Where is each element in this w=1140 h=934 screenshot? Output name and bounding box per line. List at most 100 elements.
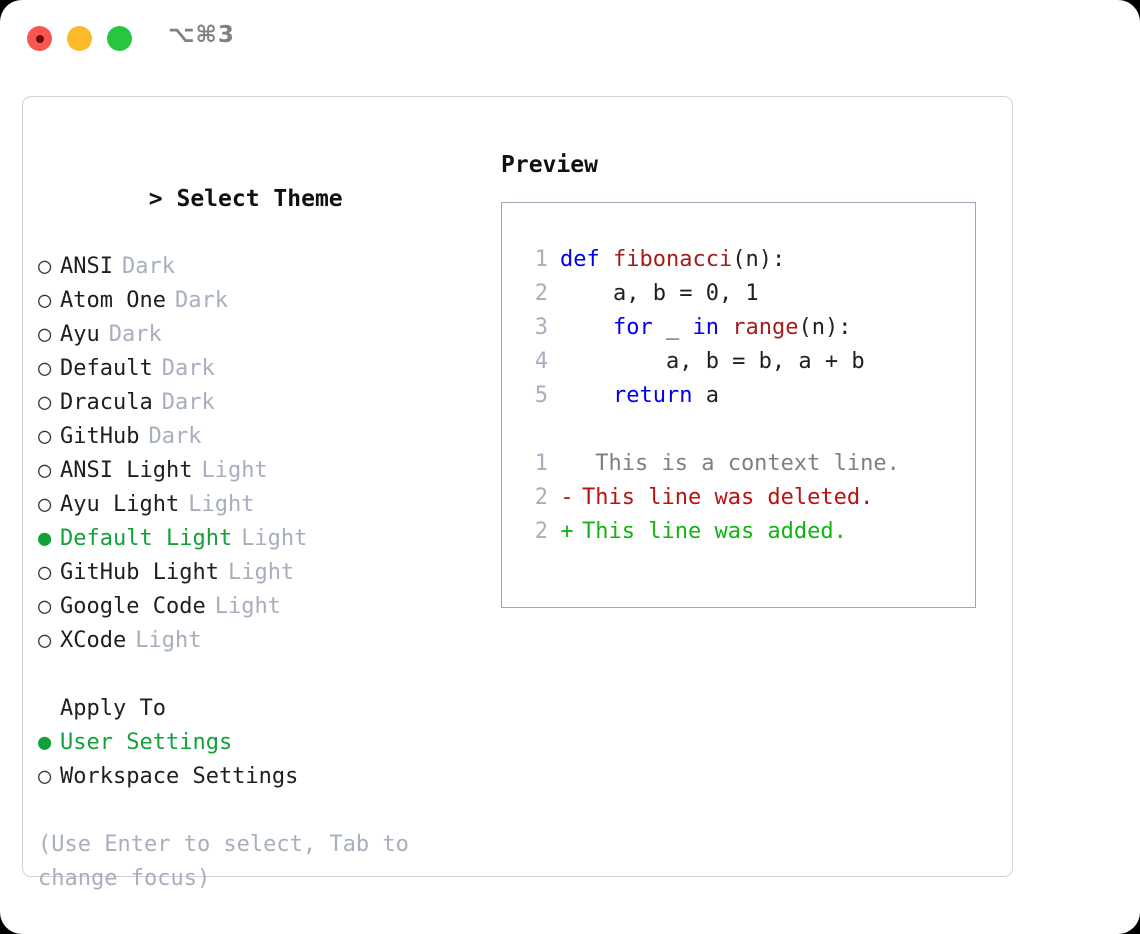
theme-option-dracula[interactable]: ○ Dracula Dark (38, 386, 478, 420)
diff-line: 2 + This line was added. (520, 515, 975, 549)
radio-unselected-icon: ○ (38, 492, 52, 517)
keyboard-hint-text: (Use Enter to select, Tab to change focu… (38, 832, 409, 891)
apply-to-marker-placeholder: ○ (38, 692, 60, 726)
diff-line-number: 2 (534, 485, 548, 510)
radio-unselected-icon: ○ (38, 390, 52, 415)
code-line: 2 a, b = 0, 1 (520, 277, 975, 311)
apply-to-option-workspace-settings[interactable]: ○ Workspace Settings (38, 760, 478, 794)
code-token: a (692, 383, 719, 408)
code-token: for (612, 315, 666, 340)
theme-variant-tag: Dark (108, 322, 162, 347)
code-line-number: 5 (534, 383, 548, 408)
focus-caret: > (148, 186, 177, 212)
code-token: a, b = 0, 1 (560, 281, 759, 306)
code-token: in (692, 315, 733, 340)
theme-option-label: ANSI Light (60, 458, 193, 483)
code-line-number: 3 (534, 315, 548, 340)
radio-unselected-icon: ○ (38, 764, 52, 789)
close-button[interactable] (27, 26, 52, 51)
theme-option-label: Atom One (60, 288, 166, 313)
diff-line-text: This line was added. (582, 519, 847, 544)
radio-unselected-icon: ○ (38, 322, 52, 347)
diff-line: 1 This is a context line. (520, 447, 975, 481)
theme-option-ayu[interactable]: ○ Ayu Dark (38, 318, 478, 352)
theme-variant-tag: Dark (148, 424, 202, 449)
code-token: (n): (732, 247, 786, 272)
code-token: a, b = b, a + b (560, 349, 865, 374)
theme-option-label: Ayu Light (60, 492, 180, 517)
select-theme-heading: > Select Theme (38, 148, 478, 250)
apply-to-heading-label: Apply To (60, 696, 166, 721)
code-diff-spacer (520, 413, 975, 447)
diff-marker: - (560, 485, 574, 510)
zoom-button[interactable] (107, 26, 132, 51)
radio-unselected-icon: ○ (38, 424, 52, 449)
theme-option-label: XCode (60, 628, 127, 653)
theme-option-label: Google Code (60, 594, 206, 619)
apply-to-option-user-settings[interactable]: ●User Settings (38, 726, 478, 760)
radio-unselected-icon: ○ (38, 458, 52, 483)
theme-option-label: Default (60, 356, 153, 381)
diff-line-text: This is a context line. (582, 451, 900, 476)
radio-unselected-icon: ○ (38, 288, 52, 313)
theme-option-label: Default Light (60, 526, 233, 551)
code-line-number: 1 (534, 247, 548, 272)
diff-line-number: 2 (534, 519, 548, 544)
theme-variant-tag: Light (227, 560, 295, 585)
theme-variant-tag: Dark (161, 390, 215, 415)
theme-option-label: ANSI (60, 254, 113, 279)
code-token: (n): (798, 315, 852, 340)
diff-sample: 1 This is a context line.2-This line was… (520, 447, 975, 549)
theme-variant-tag: Light (135, 628, 202, 653)
theme-option-label: Dracula (60, 390, 153, 415)
minimize-button[interactable] (67, 26, 92, 51)
theme-variant-tag: Light (241, 526, 308, 551)
select-theme-heading-label: Select Theme (176, 186, 343, 212)
diff-line-text: This line was deleted. (582, 485, 874, 510)
code-token: fibonacci (612, 247, 733, 272)
theme-option-label: Ayu (60, 322, 100, 347)
apply-to-option-label: User Settings (60, 730, 233, 755)
theme-variant-tag: Light (188, 492, 255, 517)
theme-variant-tag: Dark (121, 254, 175, 279)
radio-unselected-icon: ○ (38, 356, 52, 381)
radio-unselected-icon: ○ (38, 560, 52, 585)
radio-unselected-icon: ○ (38, 594, 52, 619)
code-token (560, 379, 613, 413)
apply-to-option-list: ●User Settings ○ Workspace Settings (38, 726, 478, 794)
theme-option-ayu-light[interactable]: ○ Ayu Light Light (38, 488, 478, 522)
code-token: range (732, 315, 799, 340)
diff-marker: + (560, 519, 574, 544)
apply-to-option-label: Workspace Settings (60, 764, 299, 789)
diff-line: 2-This line was deleted. (520, 481, 975, 515)
theme-variant-tag: Light (214, 594, 281, 619)
theme-option-google-code[interactable]: ○ Google Code Light (38, 590, 478, 624)
keyboard-shortcut-label: ⌥⌘3 (168, 22, 235, 48)
theme-option-github-light[interactable]: ○ GitHub Light Light (38, 556, 478, 590)
window-controls (27, 26, 132, 51)
code-line: 3 for _ in range(n): (520, 311, 975, 345)
code-line-number: 2 (534, 281, 548, 306)
code-line: 5 return a (520, 379, 975, 413)
diff-line-number: 1 (534, 451, 548, 476)
apply-to-heading: ○Apply To (38, 692, 478, 726)
preview-heading: Preview (501, 152, 598, 178)
window-titlebar: ⌥⌘3 (0, 0, 1140, 78)
code-line-number: 4 (534, 349, 548, 374)
theme-option-label: GitHub Light (60, 560, 219, 585)
